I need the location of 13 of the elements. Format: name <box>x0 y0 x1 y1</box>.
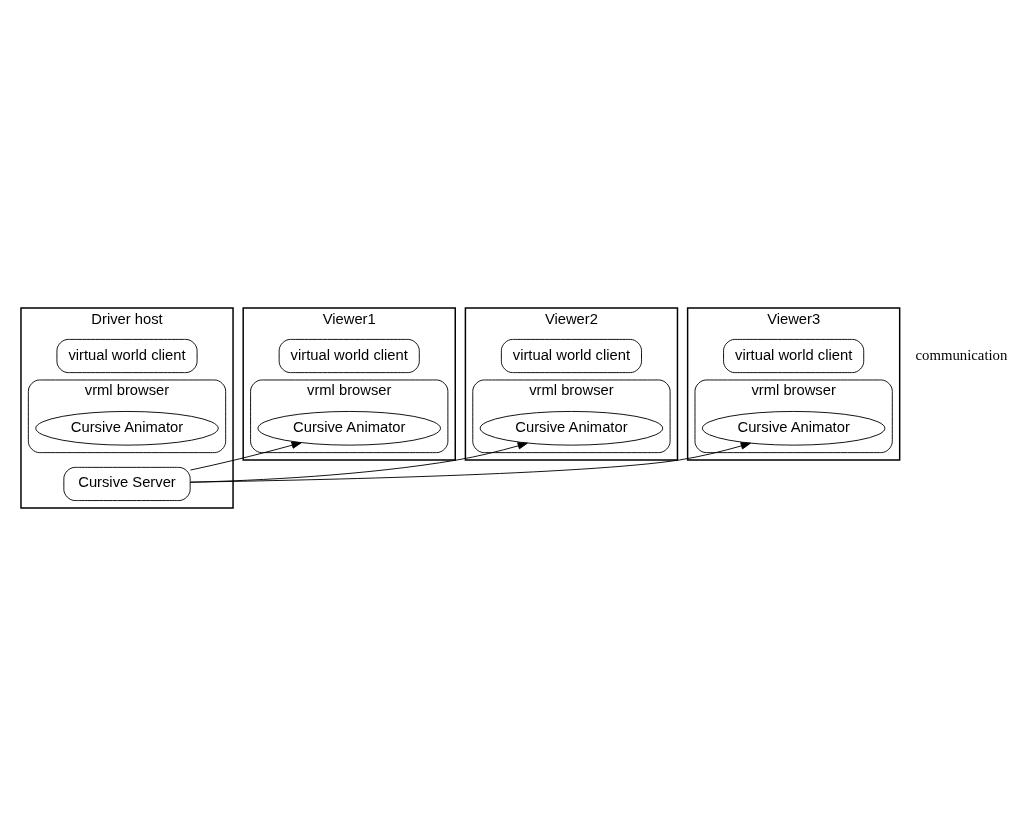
arrow <box>189 442 751 483</box>
label: communication <box>915 346 1008 363</box>
node-box: virtual world client <box>723 338 865 374</box>
node-box: virtual world client <box>278 338 420 374</box>
node-ellipse: Cursive Animator <box>35 411 219 446</box>
node-box: virtual world client <box>56 338 198 374</box>
arrow <box>190 441 302 471</box>
node-ellipse: Cursive Animator <box>479 411 664 446</box>
node-box: Cursive Server <box>63 466 191 501</box>
node-ellipse: Cursive Animator <box>701 411 886 446</box>
node-ellipse: Cursive Animator <box>257 411 441 446</box>
node-box: virtual world client <box>500 338 642 374</box>
arrow <box>189 442 528 483</box>
